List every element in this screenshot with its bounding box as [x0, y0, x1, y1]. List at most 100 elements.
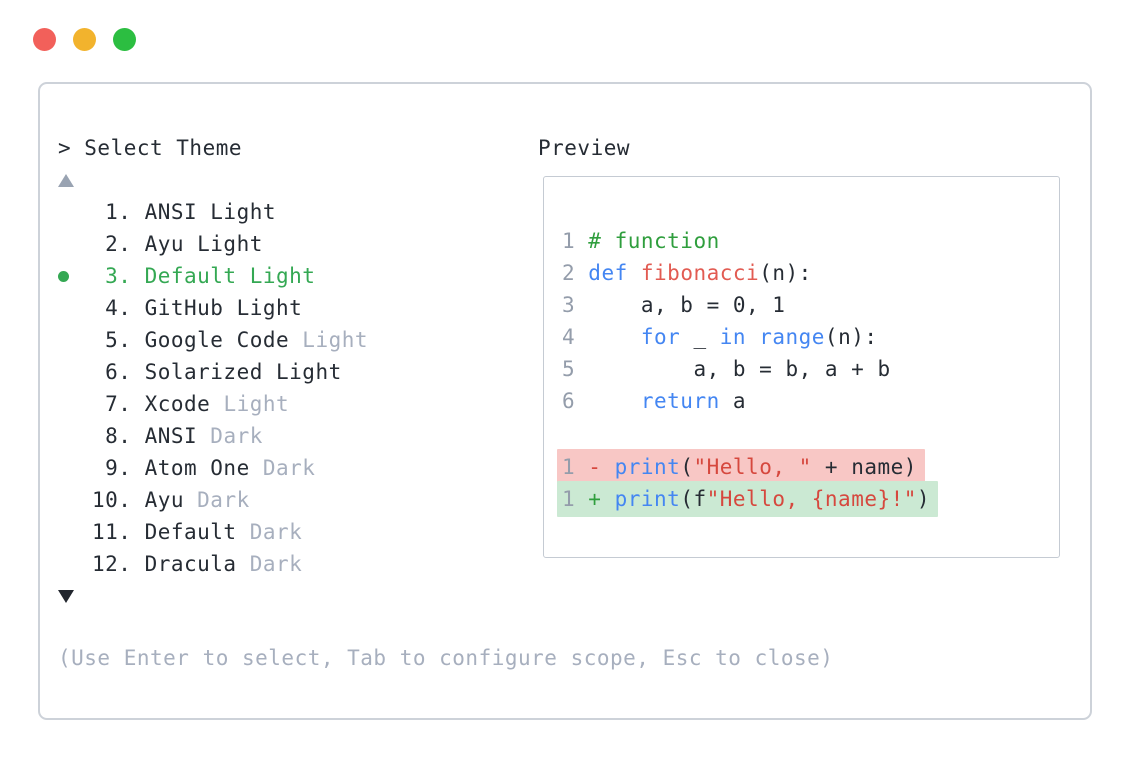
- code-token: [588, 389, 641, 413]
- theme-list-item[interactable]: 1. ANSI Light: [58, 196, 368, 228]
- minimize-button[interactable]: [73, 28, 96, 51]
- item-number: 8.: [92, 424, 145, 448]
- theme-list-item[interactable]: 2. Ayu Light: [58, 228, 368, 260]
- item-number: 2.: [92, 232, 145, 256]
- theme-list-item[interactable]: 3. Default Light: [58, 260, 368, 292]
- preview-title: Preview: [538, 136, 631, 160]
- item-label: Light: [223, 392, 290, 416]
- code-token: return: [640, 389, 720, 413]
- line-number: 3: [562, 293, 589, 317]
- code-token: def: [588, 261, 628, 285]
- line-number: 1: [562, 487, 589, 511]
- close-button[interactable]: [33, 28, 56, 51]
- code-token: # function: [588, 229, 720, 253]
- line-number: 4: [562, 325, 589, 349]
- item-number: 9.: [92, 456, 145, 480]
- theme-list-item[interactable]: 7. Xcode Light: [58, 388, 368, 420]
- code-token: range: [759, 325, 825, 349]
- code-token: for: [640, 325, 681, 349]
- selected-dot-icon: [58, 270, 69, 282]
- item-number: 7.: [92, 392, 145, 416]
- code-token: in: [719, 325, 747, 349]
- code-token: (n):: [824, 325, 878, 349]
- item-label: Dark: [210, 424, 263, 448]
- item-label: Dark: [249, 520, 303, 544]
- scroll-down-icon[interactable]: [58, 580, 74, 612]
- theme-list-item[interactable]: 6. Solarized Light: [58, 356, 368, 388]
- item-number: 5.: [92, 328, 145, 352]
- item-label: Dark: [249, 552, 303, 576]
- theme-picker-panel: > Select Theme 1. ANSI Light 2. Ayu Ligh…: [38, 82, 1092, 720]
- diff-highlight: 1 + print(f"Hello, {name}!"): [557, 481, 939, 517]
- zoom-button[interactable]: [113, 28, 136, 51]
- code-token: [746, 325, 759, 349]
- code-token: a, b = b, a + b: [588, 357, 891, 381]
- item-label: Xcode: [144, 392, 224, 416]
- item-label: Atom One: [144, 456, 263, 480]
- item-number: 12.: [92, 552, 145, 576]
- item-label: Default: [144, 520, 250, 544]
- diff-line-removed: 1 - print("Hello, " + name): [557, 449, 1059, 485]
- item-label: GitHub Light: [144, 296, 303, 320]
- item-label: Ayu: [144, 488, 198, 512]
- code-line: 3 a, b = 0, 1: [562, 289, 1059, 321]
- code-token: _: [680, 325, 720, 349]
- item-label: ANSI Light: [144, 200, 277, 224]
- code-line: 6 return a: [562, 385, 1059, 417]
- theme-picker-prompt: > Select Theme: [58, 136, 243, 160]
- item-number: 10.: [92, 488, 145, 512]
- theme-list-item[interactable]: 9. Atom One Dark: [58, 452, 368, 484]
- theme-list-item[interactable]: 10. Ayu Dark: [58, 484, 368, 516]
- item-label: Google Code: [144, 328, 303, 352]
- code-token: +: [588, 487, 602, 511]
- code-token: (: [680, 455, 694, 479]
- item-label: Dracula: [144, 552, 250, 576]
- item-label: Default Light: [144, 264, 316, 288]
- item-number: 4.: [92, 296, 145, 320]
- item-label: Solarized Light: [144, 360, 342, 384]
- code-line: 1 # function: [562, 225, 1059, 257]
- theme-list-item[interactable]: 8. ANSI Dark: [58, 420, 368, 452]
- theme-list-item[interactable]: 11. Default Dark: [58, 516, 368, 548]
- item-label: Ayu Light: [144, 232, 263, 256]
- item-label: ANSI: [144, 424, 211, 448]
- code-token: (n):: [759, 261, 812, 285]
- code-token: a, b = 0, 1: [588, 293, 786, 317]
- triangle-up-icon: [58, 173, 74, 187]
- help-text: (Use Enter to select, Tab to configure s…: [58, 646, 834, 670]
- theme-list-item[interactable]: 12. Dracula Dark: [58, 548, 368, 580]
- theme-list: 1. ANSI Light 2. Ayu Light 3. Default Li…: [58, 196, 368, 580]
- item-number: 6.: [92, 360, 145, 384]
- code-token: "Hello, {name}!": [706, 487, 917, 511]
- item-label: Dark: [197, 488, 250, 512]
- code-token: [601, 487, 614, 511]
- item-number: 11.: [92, 520, 145, 544]
- window-controls: [33, 28, 136, 51]
- line-number: 5: [562, 357, 589, 381]
- code-token: print: [614, 487, 681, 511]
- line-number: 2: [562, 261, 589, 285]
- code-token: [588, 325, 641, 349]
- code-token: fibonacci: [640, 261, 760, 285]
- code-token: a: [719, 389, 747, 413]
- item-number: 3.: [92, 264, 145, 288]
- scroll-up-icon[interactable]: [58, 164, 74, 196]
- item-label: Dark: [262, 456, 316, 480]
- diff-line-added: 1 + print(f"Hello, {name}!"): [557, 481, 1059, 517]
- code-token: (f: [680, 487, 707, 511]
- triangle-down-icon: [58, 589, 74, 603]
- code-token: + name): [811, 455, 917, 479]
- theme-list-item[interactable]: 5. Google Code Light: [58, 324, 368, 356]
- code-line: 4 for _ in range(n):: [562, 321, 1059, 353]
- diff-highlight: 1 - print("Hello, " + name): [557, 449, 925, 485]
- line-number: 1: [562, 229, 589, 253]
- code-token: print: [614, 455, 681, 479]
- code-line: 5 a, b = b, a + b: [562, 353, 1059, 385]
- code-token: "Hello, ": [693, 455, 812, 479]
- item-label: Light: [302, 328, 369, 352]
- blank-line: [562, 417, 1059, 449]
- theme-list-item[interactable]: 4. GitHub Light: [58, 292, 368, 324]
